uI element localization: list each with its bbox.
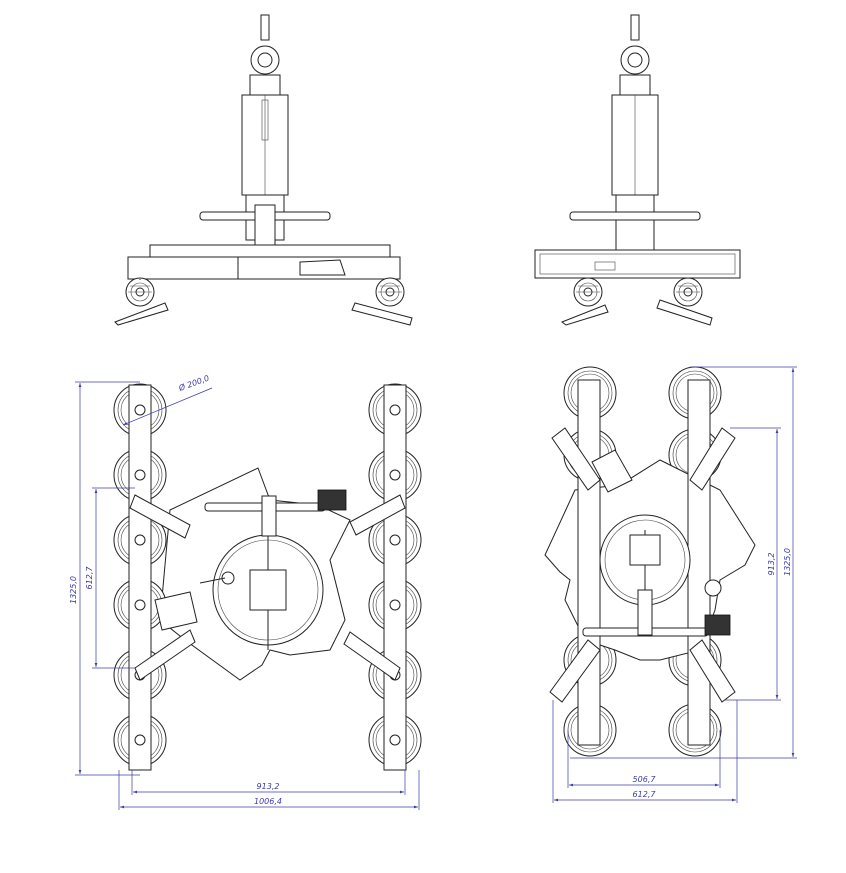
front-view-left bbox=[114, 14, 413, 326]
plan-view-right bbox=[544, 366, 756, 757]
right-plan-dimensions bbox=[552, 366, 797, 803]
left-inner-height-label: 612,7 bbox=[85, 566, 94, 590]
front-view-right bbox=[534, 14, 741, 326]
left-width-inner-label: 913,2 bbox=[257, 782, 280, 791]
left-height-overall-label: 1325,0 bbox=[69, 576, 78, 604]
left-plan-dimensions bbox=[75, 381, 420, 810]
left-width-overall-label: 1006,4 bbox=[254, 797, 282, 806]
plan-view-left bbox=[113, 383, 422, 771]
right-width-inner-label: 506,7 bbox=[633, 775, 657, 784]
right-inner-height-label: 913,2 bbox=[767, 553, 776, 576]
right-height-overall-label: 1325,0 bbox=[783, 548, 792, 576]
diameter-label: Ø 200,0 bbox=[176, 373, 210, 394]
right-width-overall-label: 612,7 bbox=[633, 790, 657, 799]
